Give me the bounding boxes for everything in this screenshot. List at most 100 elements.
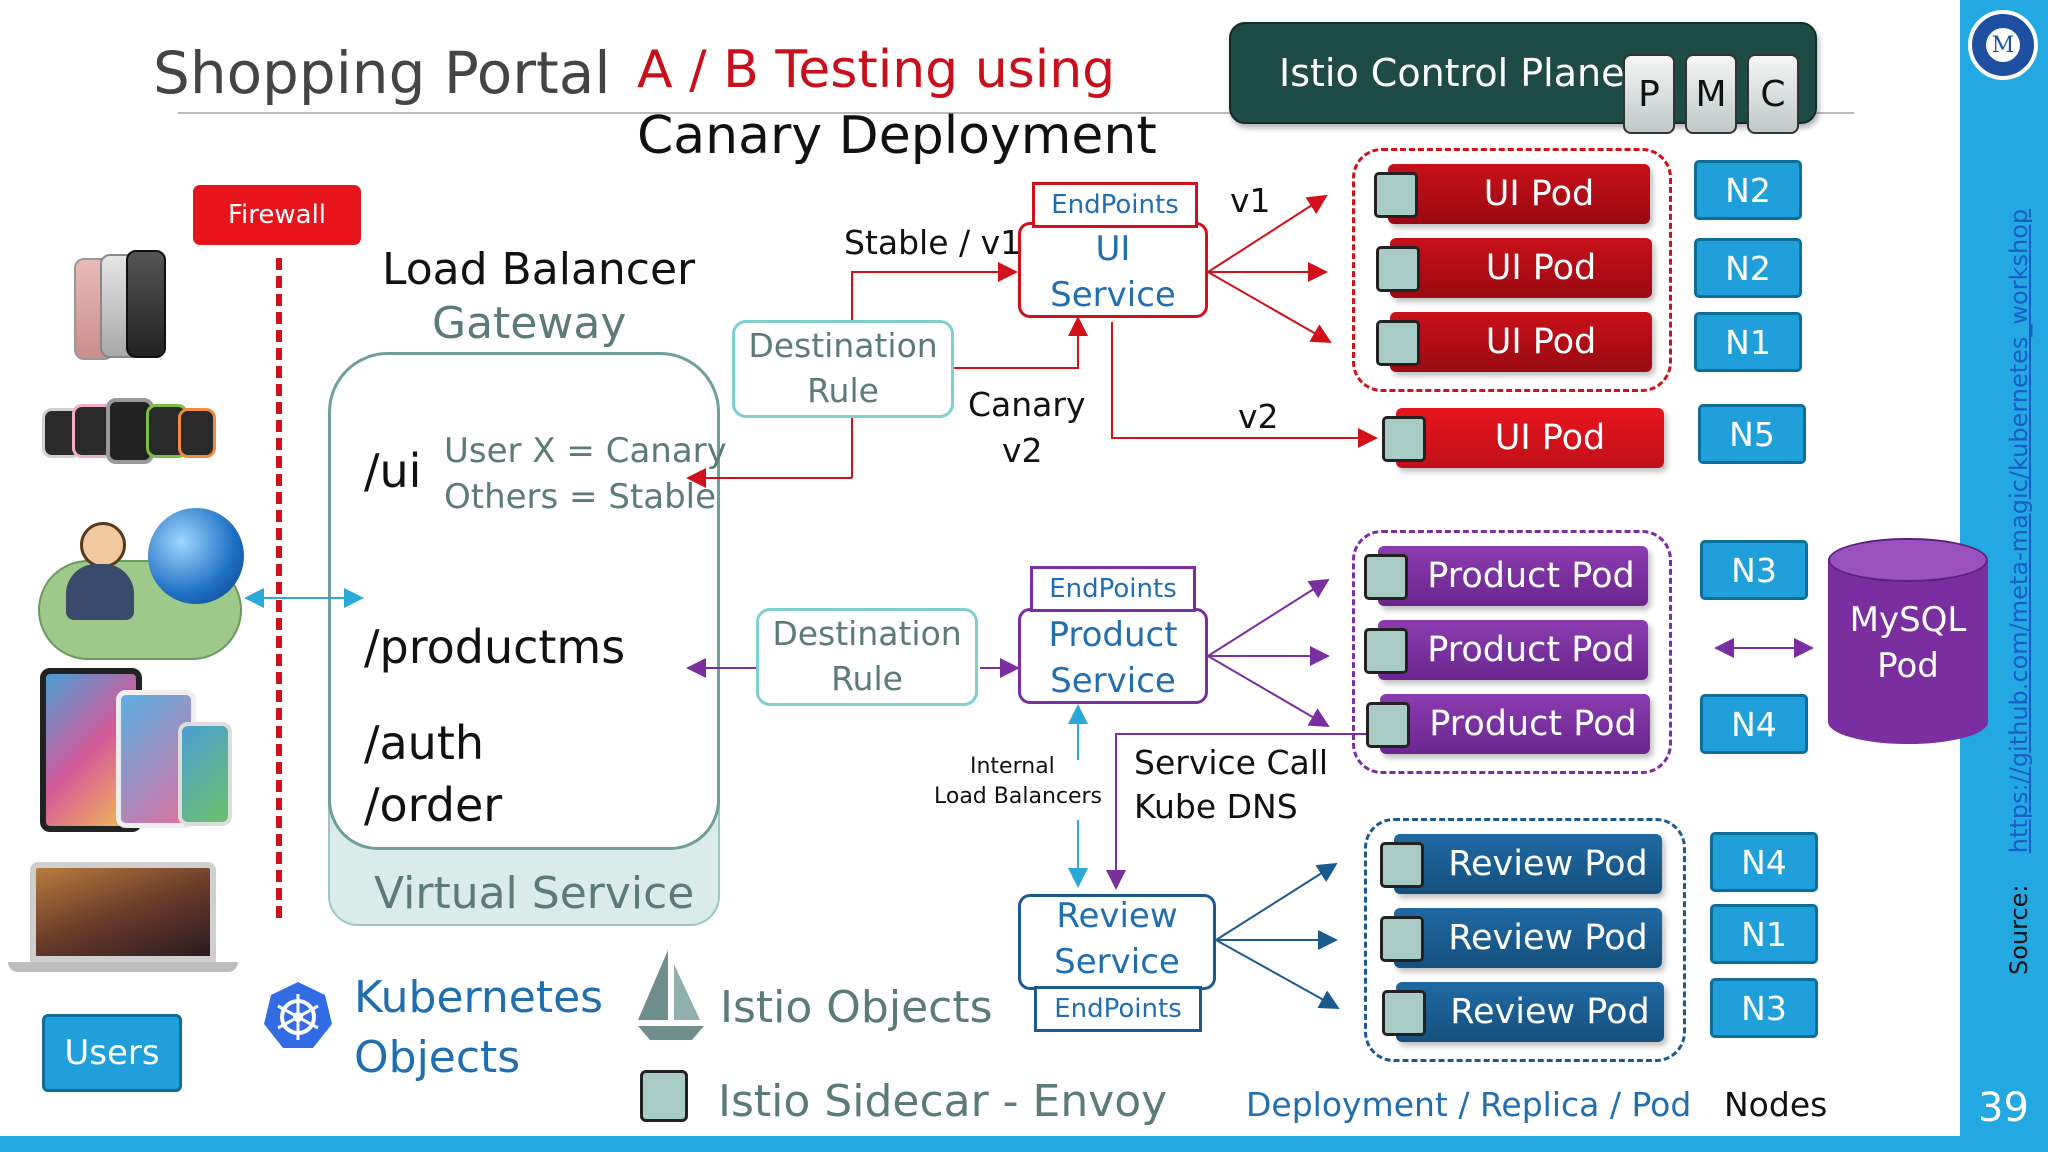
slide-number: 39: [1978, 1085, 2029, 1131]
label-service-call: Service Call: [1134, 743, 1329, 782]
rule-stable: Others = Stable: [444, 477, 717, 517]
destination-rule-ui-line1: Destination: [748, 326, 938, 366]
pilot-key: P: [1623, 54, 1675, 134]
product-pods-group: [1352, 530, 1672, 774]
phone-devices-icon: [74, 250, 166, 360]
review-service-line2: Service: [1054, 942, 1180, 982]
label-v2: v2: [1238, 397, 1279, 436]
node-badge: N1: [1710, 904, 1818, 964]
envoy-sidecar-icon: [640, 1070, 688, 1122]
route-ui: /ui: [364, 444, 422, 498]
product-pod[interactable]: Product Pod: [1364, 546, 1648, 606]
node-badge: N3: [1700, 540, 1808, 600]
product-service-line1: Product: [1048, 615, 1178, 656]
legend-istio-sidecar: Istio Sidecar - Envoy: [718, 1076, 1168, 1127]
user-globe-icon: [38, 508, 248, 660]
ui-pod[interactable]: UI Pod: [1376, 238, 1652, 298]
envoy-sidecar-icon: [1380, 916, 1424, 962]
ui-endpoints: EndPoints: [1032, 182, 1198, 228]
route-productms: /productms: [364, 620, 626, 674]
legend-k8s-line1: Kubernetes: [354, 972, 604, 1023]
label-canary-v2: v2: [1002, 431, 1043, 470]
istio-sail-icon: [638, 950, 704, 1040]
envoy-sidecar-icon: [1374, 172, 1418, 218]
label-kube-dns: Kube DNS: [1134, 787, 1298, 826]
destination-rule-product: Destination Rule: [756, 608, 978, 706]
envoy-sidecar-icon: [1364, 628, 1408, 674]
label-stable-v1: Stable / v1: [844, 223, 1022, 262]
envoy-sidecar-icon: [1364, 554, 1408, 600]
product-service-line2: Service: [1050, 661, 1176, 701]
bottom-accent-bar: [0, 1136, 2048, 1152]
product-pod-label: Product Pod: [1429, 704, 1637, 744]
ui-service-line2: Service: [1050, 275, 1176, 315]
tablet-devices-icon: [40, 668, 232, 832]
envoy-sidecar-icon: [1380, 842, 1424, 888]
firewall-badge: Firewall: [193, 185, 361, 245]
node-badge: N4: [1700, 694, 1808, 754]
product-pod-label: Product Pod: [1427, 630, 1635, 670]
istio-control-plane: Istio Control Plane P M C: [1229, 22, 1817, 134]
users-button[interactable]: Users: [42, 1014, 182, 1092]
node-badge: N1: [1694, 312, 1802, 372]
route-auth: /auth: [364, 716, 485, 770]
legend-k8s-line2: Objects: [354, 1032, 521, 1083]
product-endpoints: EndPoints: [1030, 566, 1196, 612]
ui-pod[interactable]: UI Pod: [1374, 164, 1650, 224]
envoy-sidecar-icon: [1366, 702, 1410, 748]
destination-rule-ui-line2: Rule: [807, 371, 879, 410]
review-pod-label: Review Pod: [1450, 992, 1650, 1032]
subtitle-line2: Canary Deployment: [637, 106, 1157, 166]
review-endpoints: EndPoints: [1034, 986, 1202, 1032]
ui-canary-pod-label: UI Pod: [1494, 418, 1606, 458]
ui-pod-label: UI Pod: [1485, 248, 1597, 288]
ui-service[interactable]: UI Service: [1018, 222, 1208, 318]
legend-nodes: Nodes: [1724, 1085, 1828, 1124]
label-canary: Canary: [968, 385, 1086, 424]
review-pods-group: [1364, 818, 1686, 1062]
watch-devices-icon: [42, 398, 216, 468]
control-plane-label: Istio Control Plane: [1279, 51, 1625, 95]
label-v1: v1: [1230, 181, 1271, 220]
route-order: /order: [364, 778, 503, 832]
review-service-line1: Review: [1056, 896, 1178, 937]
legend-istio-objects: Istio Objects: [720, 982, 993, 1033]
logo-icon: M: [1968, 10, 2038, 80]
ui-pod-label: UI Pod: [1485, 322, 1597, 362]
destination-rule-ui: Destination Rule: [732, 320, 954, 418]
ui-pod-label: UI Pod: [1483, 174, 1595, 214]
review-pod[interactable]: Review Pod: [1380, 834, 1662, 894]
product-pod[interactable]: Product Pod: [1366, 694, 1650, 754]
product-pod[interactable]: Product Pod: [1364, 620, 1648, 680]
citadel-key: C: [1747, 54, 1799, 134]
review-pod[interactable]: Review Pod: [1382, 982, 1664, 1042]
review-pod-label: Review Pod: [1448, 844, 1648, 884]
database-icon: MySQL Pod: [1828, 538, 1988, 744]
virtual-service-panel: [328, 352, 720, 850]
node-badge: N5: [1698, 404, 1806, 464]
node-badge: N3: [1710, 978, 1818, 1038]
destination-rule-product-line1: Destination: [772, 614, 962, 654]
review-service[interactable]: Review Service: [1018, 894, 1216, 990]
mixer-key: M: [1685, 54, 1737, 134]
virtual-service-title: Virtual Service: [374, 868, 695, 919]
kubernetes-wheel-icon: [264, 982, 332, 1048]
label-load-balancers: Load Balancers: [934, 784, 1103, 809]
product-service[interactable]: Product Service: [1018, 608, 1208, 704]
label-internal: Internal: [970, 754, 1055, 779]
node-badge: N2: [1694, 160, 1802, 220]
envoy-sidecar-icon: [1382, 416, 1426, 462]
review-pod[interactable]: Review Pod: [1380, 908, 1662, 968]
ui-pods-group: [1352, 148, 1672, 392]
gateway-line2: Gateway: [432, 298, 627, 349]
title-underline: [178, 112, 1854, 114]
gateway-line1: Load Balancer: [382, 244, 696, 295]
page-title: Shopping Portal: [153, 39, 611, 107]
ui-canary-pod[interactable]: UI Pod: [1382, 408, 1664, 468]
ui-service-line1: UI: [1095, 229, 1131, 270]
node-badge: N4: [1710, 832, 1818, 892]
ui-pod[interactable]: UI Pod: [1376, 312, 1652, 372]
mysql-line2: Pod: [1877, 645, 1939, 686]
envoy-sidecar-icon: [1376, 320, 1420, 366]
